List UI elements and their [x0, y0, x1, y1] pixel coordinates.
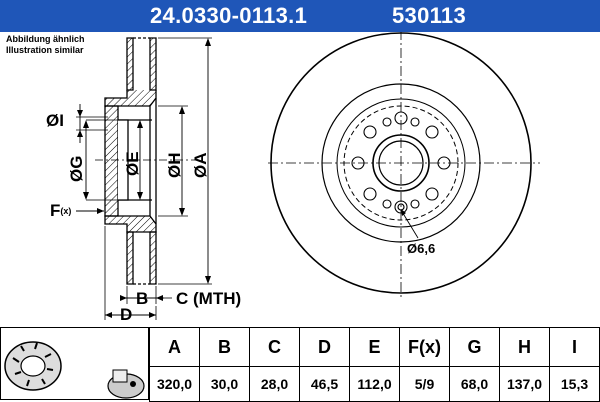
spec-value-f: 5/9 [399, 366, 450, 402]
product-thumbnail [0, 327, 149, 400]
reference-number: 530113 [392, 3, 466, 28]
title-bar: 24.0330-0113.1 530113 [0, 0, 600, 32]
hub-flange [104, 105, 119, 217]
spec-header-i: I [549, 327, 600, 367]
dimension-label-f: F(x) [50, 201, 72, 220]
spec-value-b: 30,0 [199, 366, 250, 402]
note-line-de: Abbildung ähnlich [6, 34, 85, 44]
spec-value-i: 15,3 [549, 366, 600, 402]
spec-value-a: 320,0 [149, 366, 200, 402]
spec-header-a: A [149, 327, 200, 367]
dimension-label-g: ØG [67, 155, 86, 182]
spec-header-b: B [199, 327, 250, 367]
part-number: 24.0330-0113.1 [150, 3, 308, 28]
cross-section-view [76, 37, 212, 320]
spec-value-g: 68,0 [449, 366, 500, 402]
spec-value-c: 28,0 [249, 366, 300, 402]
brake-disc-drawing [76, 32, 540, 320]
front-view [268, 32, 540, 298]
spec-header-g: G [449, 327, 500, 367]
specification-table: A B C D E F(x) G H I 320,0 30,0 28,0 46,… [149, 327, 600, 402]
illustration-note: Abbildung ähnlich Illustration similar [6, 34, 85, 56]
brake-disc-thumbnail-image [4, 341, 145, 399]
disc-outer-edge [270, 32, 532, 294]
bolt-holes [351, 111, 451, 214]
dimension-label-e: ØE [123, 151, 142, 176]
dimension-label-h: ØH [165, 152, 184, 179]
upper-friction-ring [126, 37, 134, 91]
spec-header-row: A B C D E F(x) G H I [149, 327, 600, 367]
spec-value-h: 137,0 [499, 366, 550, 402]
dimension-label-i: ØI [46, 111, 64, 130]
lower-friction-ring [126, 231, 134, 285]
note-line-en: Illustration similar [6, 45, 84, 55]
dimension-label-c: C (MTH) [176, 289, 242, 308]
spec-header-f: F(x) [399, 327, 450, 367]
upper-friction-ring-outer [149, 37, 157, 91]
spec-header-c: C [249, 327, 300, 367]
disc-hat-edge [321, 83, 481, 243]
dimension-label-d: D [120, 305, 133, 324]
spec-value-row: 320,0 30,0 28,0 46,5 112,0 5/9 68,0 137,… [149, 366, 600, 402]
spec-value-e: 112,0 [349, 366, 400, 402]
spec-header-e: E [349, 327, 400, 367]
dimension-label-b: B [136, 289, 149, 308]
bolt-hole-label: Ø6,6 [407, 241, 436, 256]
spec-value-d: 46,5 [299, 366, 350, 402]
dimension-label-a: ØA [191, 152, 210, 179]
spec-header-h: H [499, 327, 550, 367]
spec-header-d: D [299, 327, 350, 367]
